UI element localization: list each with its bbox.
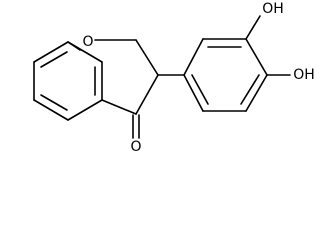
bond xyxy=(101,99,137,115)
double-bond-inner xyxy=(191,74,209,105)
bond xyxy=(135,39,159,76)
bond xyxy=(245,15,261,40)
ring-oxygen-label: O xyxy=(82,34,93,50)
bond xyxy=(33,41,69,63)
pyranone-ring xyxy=(67,39,159,115)
double-bond-inner xyxy=(40,51,68,68)
hydroxyl-bottom-label: OH xyxy=(293,67,315,83)
carbonyl-group xyxy=(132,114,140,139)
carbonyl-oxygen-label: O xyxy=(130,139,141,155)
bond xyxy=(183,38,204,76)
benzene-ring-right xyxy=(183,38,268,112)
hydroxyl-top-label: OH xyxy=(262,1,284,17)
bond xyxy=(33,99,69,121)
bond xyxy=(67,41,81,51)
bond xyxy=(183,74,204,112)
double-bond-inner xyxy=(240,74,260,105)
bond xyxy=(245,74,268,112)
bond xyxy=(67,99,103,121)
chemical-structure-diagram: O O OH OH xyxy=(33,1,315,155)
bond xyxy=(135,74,159,115)
double-bond-inner xyxy=(40,94,68,111)
bond xyxy=(245,38,268,76)
benzene-ring-left xyxy=(33,41,103,121)
